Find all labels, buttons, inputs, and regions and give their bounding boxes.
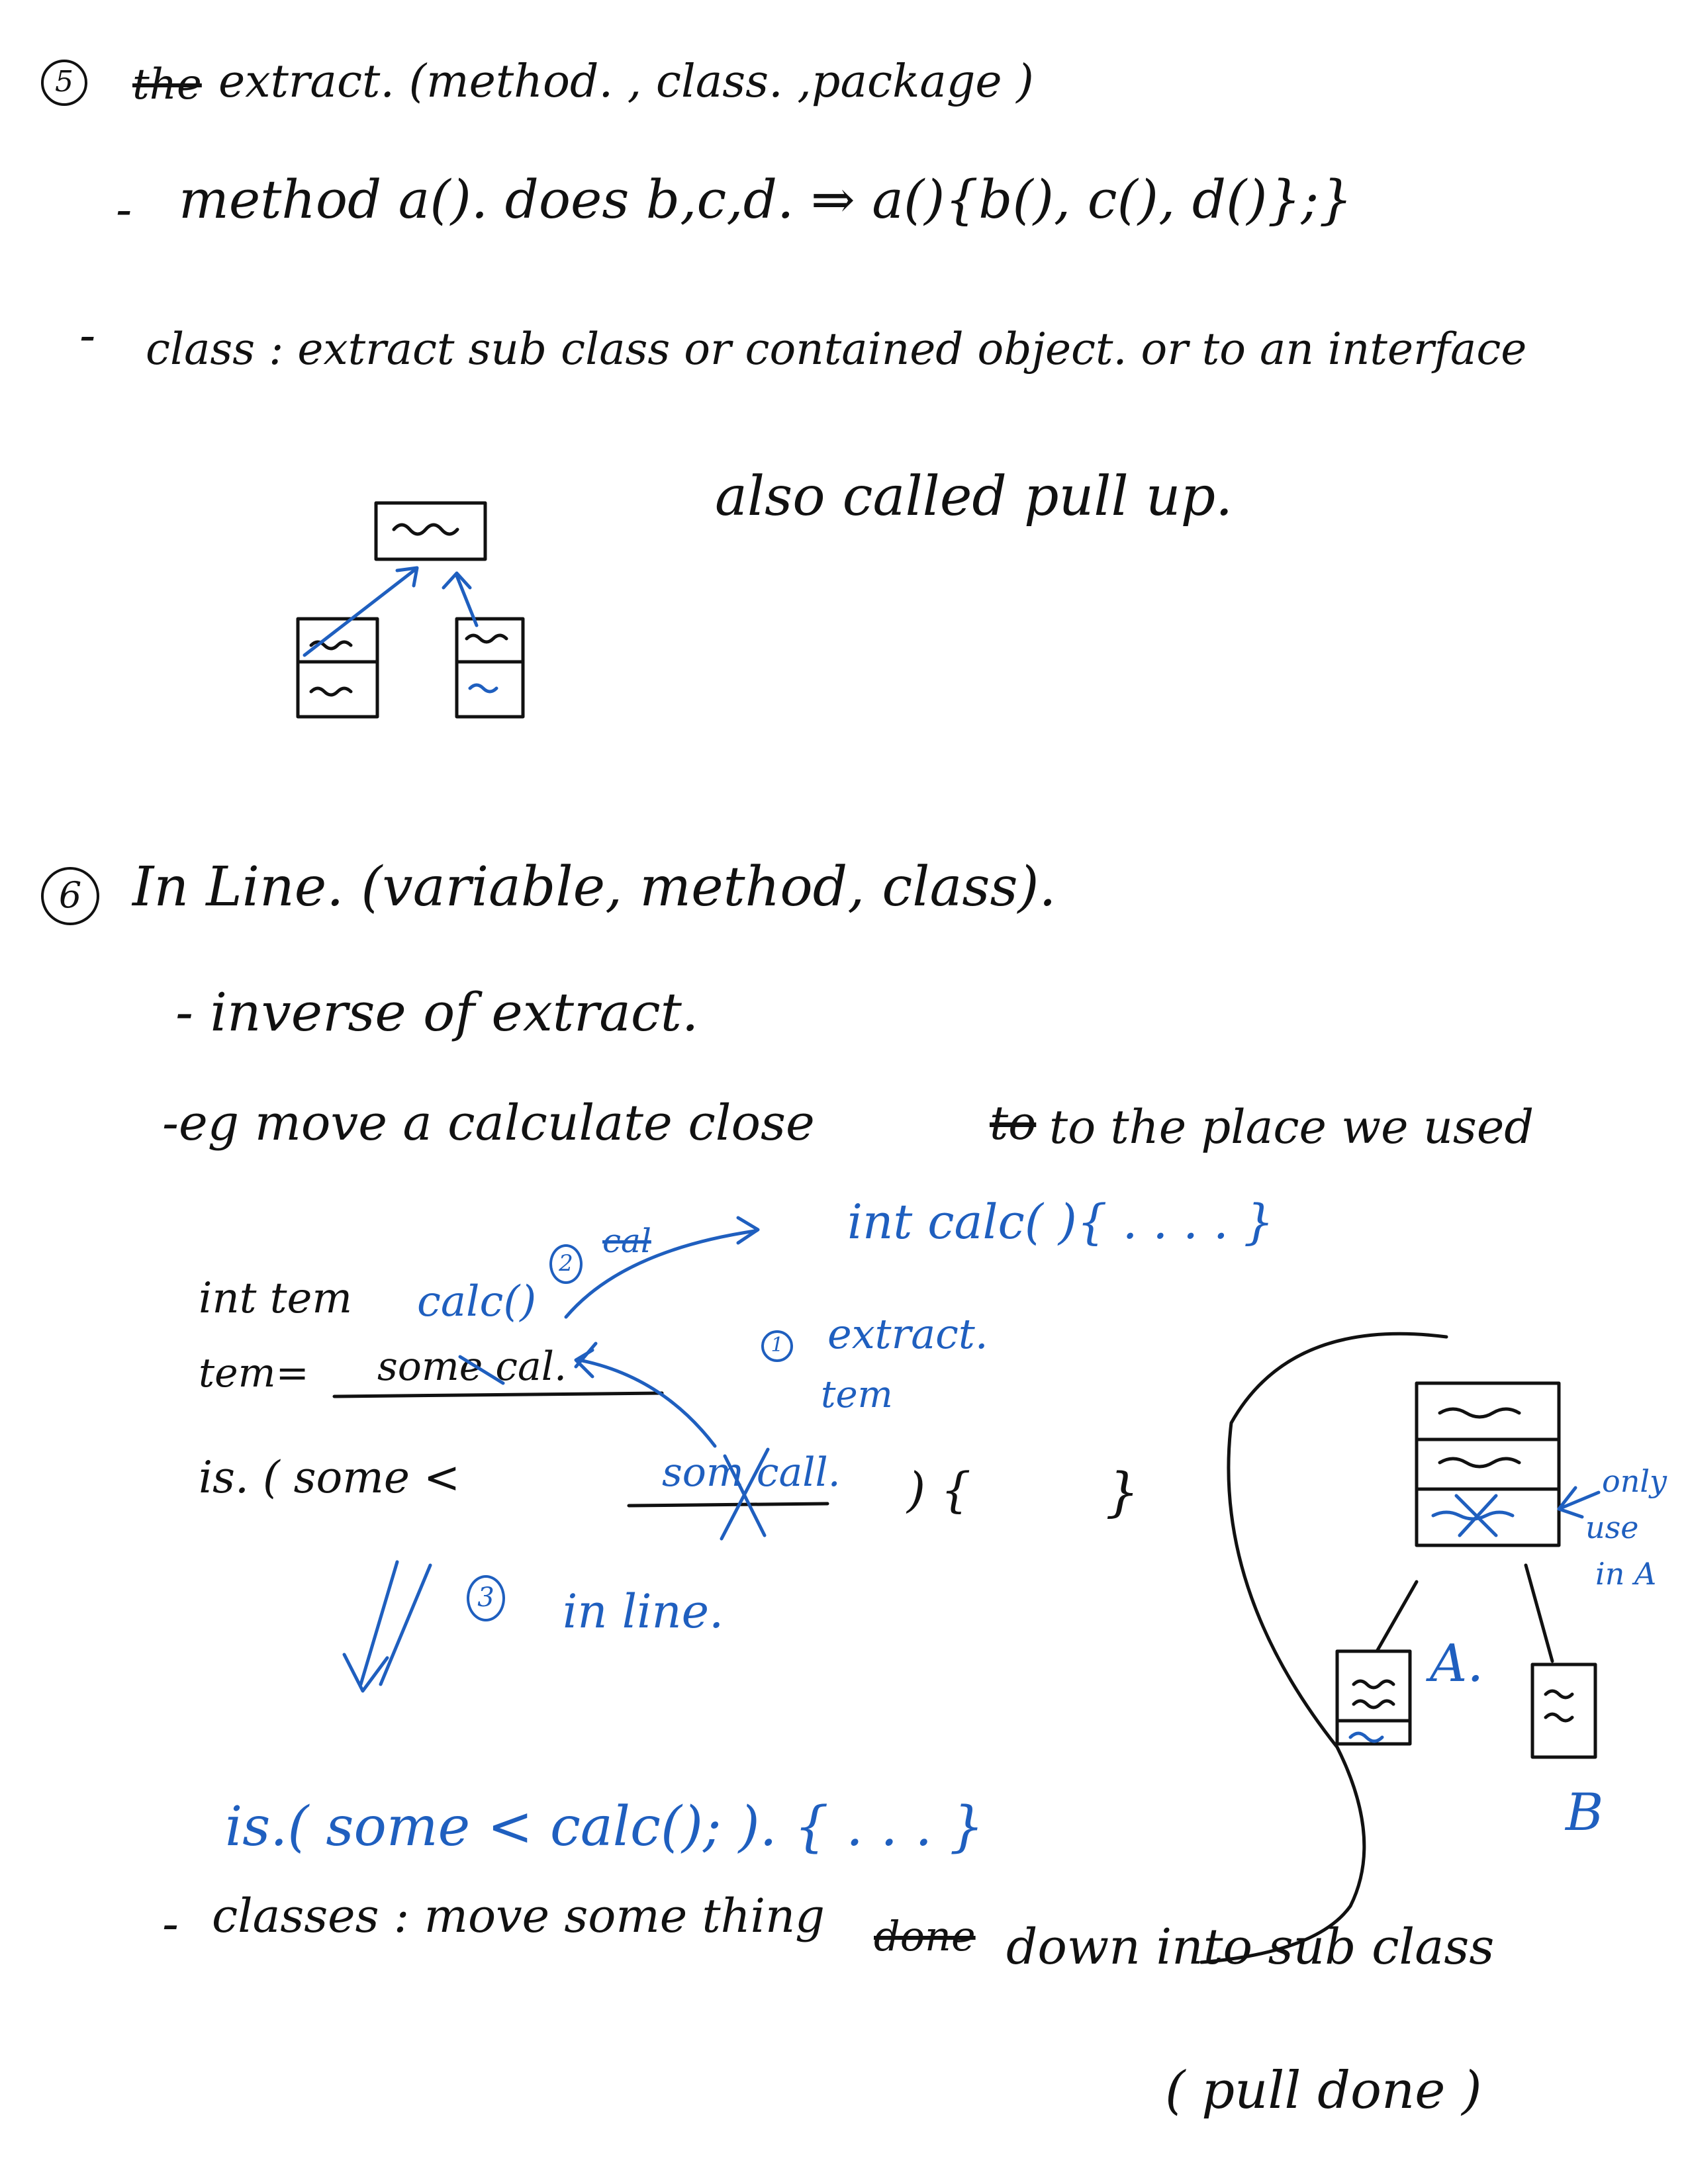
side-note-only: only	[1602, 1463, 1667, 1499]
step-1-label: extract.	[827, 1310, 988, 1358]
code-line-3-c: }	[1105, 1461, 1139, 1523]
moved-member-cross	[1454, 1494, 1498, 1537]
section-5-number-circle: 5	[41, 60, 87, 106]
section-6-number-circle: 6	[41, 867, 99, 925]
eg-bullet-struck: to	[990, 1096, 1037, 1150]
classes-dash: -	[162, 1895, 179, 1952]
code-underline	[332, 1391, 664, 1398]
call-cross-mark	[720, 1447, 770, 1541]
step-2-number: 2	[559, 1250, 573, 1277]
code-line-3-b: ) {	[907, 1462, 971, 1518]
inlined-result-line: is.( some < calc(); ). { . . . }	[225, 1796, 984, 1858]
parent-class-box	[1415, 1381, 1561, 1547]
step-2-struck: cal	[602, 1222, 651, 1260]
classes-line-b: down into sub class	[1006, 1919, 1495, 1976]
step-3-number: 3	[477, 1582, 494, 1613]
line2-dash: -	[79, 307, 96, 363]
class-line: class : extract sub class or contained o…	[146, 324, 1527, 375]
classes-line-a: classes : move some thing	[212, 1889, 825, 1943]
eg-bullet-b: to the place we used	[1049, 1100, 1534, 1154]
step-2-arrow	[564, 1229, 757, 1319]
pull-down-diagram	[1199, 1332, 1601, 1964]
class-b-label: B	[1566, 1783, 1604, 1843]
side-note-in-a: in A	[1595, 1556, 1657, 1592]
pull-done-note: ( pull done )	[1165, 2061, 1482, 2120]
subclass-left-box	[296, 617, 379, 719]
pull-down-bracket	[1199, 1332, 1448, 1964]
subclass-b-box	[1530, 1662, 1597, 1759]
line1-dash: -	[116, 181, 132, 237]
step-2-code: int calc( ){ . . . . }	[847, 1194, 1274, 1250]
code-line-2-b: some cal.	[377, 1343, 567, 1390]
code-line-2-a: tem=	[199, 1350, 309, 1396]
section-6-title: In Line. (variable, method, class).	[132, 856, 1056, 919]
inverse-bullet: - inverse of extract.	[175, 981, 699, 1043]
call-underline	[627, 1502, 829, 1508]
code-line-3-struck: som call.	[662, 1449, 841, 1496]
section-6-number: 6	[58, 874, 82, 916]
subclass-a-box	[1335, 1649, 1412, 1746]
class-a-label: A.	[1430, 1634, 1484, 1694]
step-1-circle: 1	[761, 1330, 793, 1362]
superclass-squiggle	[392, 523, 459, 536]
step-3-arrow	[359, 1560, 432, 1686]
code-line-1-calc: calc()	[417, 1277, 537, 1326]
struck-word-the: the	[132, 60, 202, 109]
pull-up-diagram	[296, 501, 525, 719]
step-1-arrow	[577, 1358, 717, 1448]
section-5-number: 5	[55, 65, 73, 99]
step-3-label: in line.	[563, 1584, 724, 1639]
pushed-down-member	[1348, 1731, 1384, 1743]
step-1-label-2: tem	[821, 1373, 893, 1416]
step-3-circle: 3	[467, 1575, 505, 1621]
only-use-arrow	[1557, 1490, 1601, 1511]
code-line-3-a: is. ( some <	[199, 1452, 461, 1503]
code-strike-mark	[458, 1355, 505, 1385]
superclass-box	[374, 501, 487, 561]
classes-line-struck: done	[874, 1912, 976, 1960]
subclass-right-box	[455, 617, 525, 719]
method-line: method a(). does b,c,d. ⇒ a(){b(), c(), …	[179, 169, 1353, 230]
pull-up-note: also called pull up.	[715, 465, 1233, 528]
code-line-1: int tem	[199, 1274, 353, 1323]
section-5-title: extract. (method. , class. ,package )	[218, 56, 1034, 108]
eg-bullet-a: -eg move a calculate close	[162, 1095, 815, 1152]
side-note-use: use	[1585, 1510, 1639, 1545]
pull-up-arrow-left	[303, 567, 418, 657]
step-2-circle: 2	[549, 1244, 583, 1284]
step-1-number: 1	[771, 1334, 784, 1357]
